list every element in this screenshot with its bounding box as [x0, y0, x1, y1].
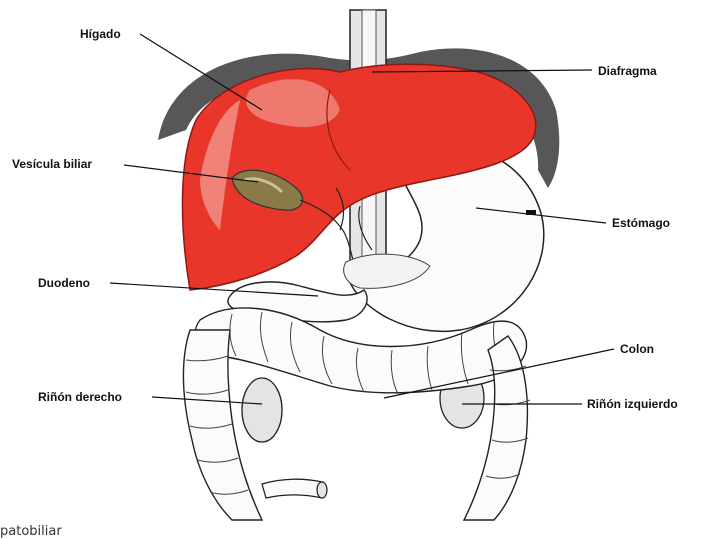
label-higado: Hígado	[80, 27, 121, 41]
appendix	[262, 479, 322, 498]
stomach-tip-marker	[526, 210, 536, 215]
label-rinon-izquierdo: Riñón izquierdo	[587, 397, 678, 411]
caption: patobiliar	[0, 525, 62, 539]
label-diafragma: Diafragma	[598, 64, 657, 78]
label-rinon-derecho: Riñón derecho	[38, 390, 122, 404]
appendix-end	[317, 482, 327, 498]
label-estomago: Estómago	[612, 216, 670, 230]
label-vesicula: Vesícula biliar	[12, 157, 92, 171]
right-kidney	[242, 378, 282, 442]
label-colon: Colon	[620, 342, 654, 356]
label-duodeno: Duodeno	[38, 276, 90, 290]
